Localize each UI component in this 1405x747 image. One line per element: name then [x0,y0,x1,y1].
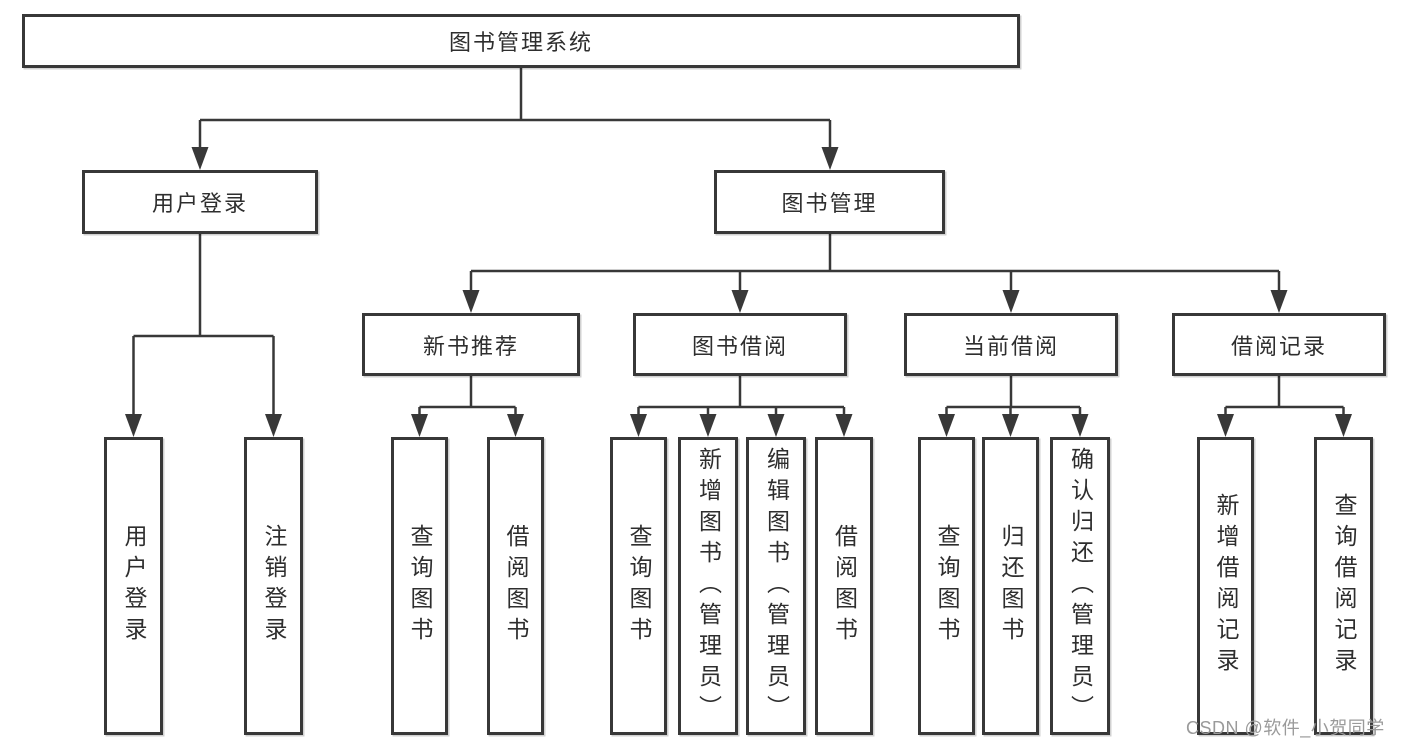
leaf-borrow-books-recommend: 借阅图书 [487,437,544,735]
leaf-query-books-borrow-label: 查询图书 [626,524,652,648]
leaf-confirm-return-admin-label: 确认归还（管理员） [1067,446,1094,726]
leaf-confirm-return-admin: 确认归还（管理员） [1050,437,1110,735]
leaf-add-borrow-record: 新增借阅记录 [1197,437,1254,735]
node-current-borrow-label: 当前借阅 [962,333,1059,359]
leaf-query-books-current: 查询图书 [918,437,975,735]
node-root-label: 图书管理系统 [448,30,593,55]
node-book-management-label: 图书管理 [781,191,878,216]
leaf-add-borrow-record-label: 新增借阅记录 [1213,493,1239,679]
leaf-user-login-label: 用户登录 [121,524,147,648]
leaf-user-login: 用户登录 [104,437,163,735]
leaf-edit-book-admin-label: 编辑图书（管理员） [763,446,790,726]
node-current-borrow: 当前借阅 [904,313,1118,376]
node-book-borrow: 图书借阅 [633,313,847,376]
arrow-heads [125,147,1352,437]
node-user-login: 用户登录 [82,170,318,234]
leaf-query-books-recommend-label: 查询图书 [407,524,433,648]
leaf-borrow-books-label: 借阅图书 [831,524,858,648]
leaf-query-borrow-record-label: 查询借阅记录 [1331,493,1357,679]
node-borrow-records-label: 借阅记录 [1230,333,1327,359]
leaf-return-book: 归还图书 [982,437,1039,735]
leaf-logout-label: 注销登录 [261,524,287,648]
leaf-query-books-recommend: 查询图书 [391,437,448,735]
leaf-add-book-admin: 新增图书（管理员） [678,437,738,735]
node-new-book-recommend-label: 新书推荐 [422,333,519,359]
node-borrow-records: 借阅记录 [1172,313,1386,376]
leaf-query-books-current-label: 查询图书 [934,524,960,648]
leaf-add-book-admin-label: 新增图书（管理员） [695,446,722,726]
watermark-text: CSDN @软件_小贺同学 [1186,718,1385,738]
leaf-edit-book-admin: 编辑图书（管理员） [746,437,806,735]
node-book-management: 图书管理 [714,170,945,234]
node-user-login-label: 用户登录 [151,191,248,216]
leaf-logout: 注销登录 [244,437,303,735]
leaf-borrow-books: 借阅图书 [815,437,873,735]
leaf-query-books-borrow: 查询图书 [610,437,667,735]
node-book-borrow-label: 图书借阅 [691,333,788,359]
node-root: 图书管理系统 [22,14,1020,68]
node-new-book-recommend: 新书推荐 [362,313,580,376]
leaf-borrow-books-recommend-label: 借阅图书 [503,524,529,648]
leaf-return-book-label: 归还图书 [998,524,1024,648]
leaf-query-borrow-record: 查询借阅记录 [1314,437,1373,735]
